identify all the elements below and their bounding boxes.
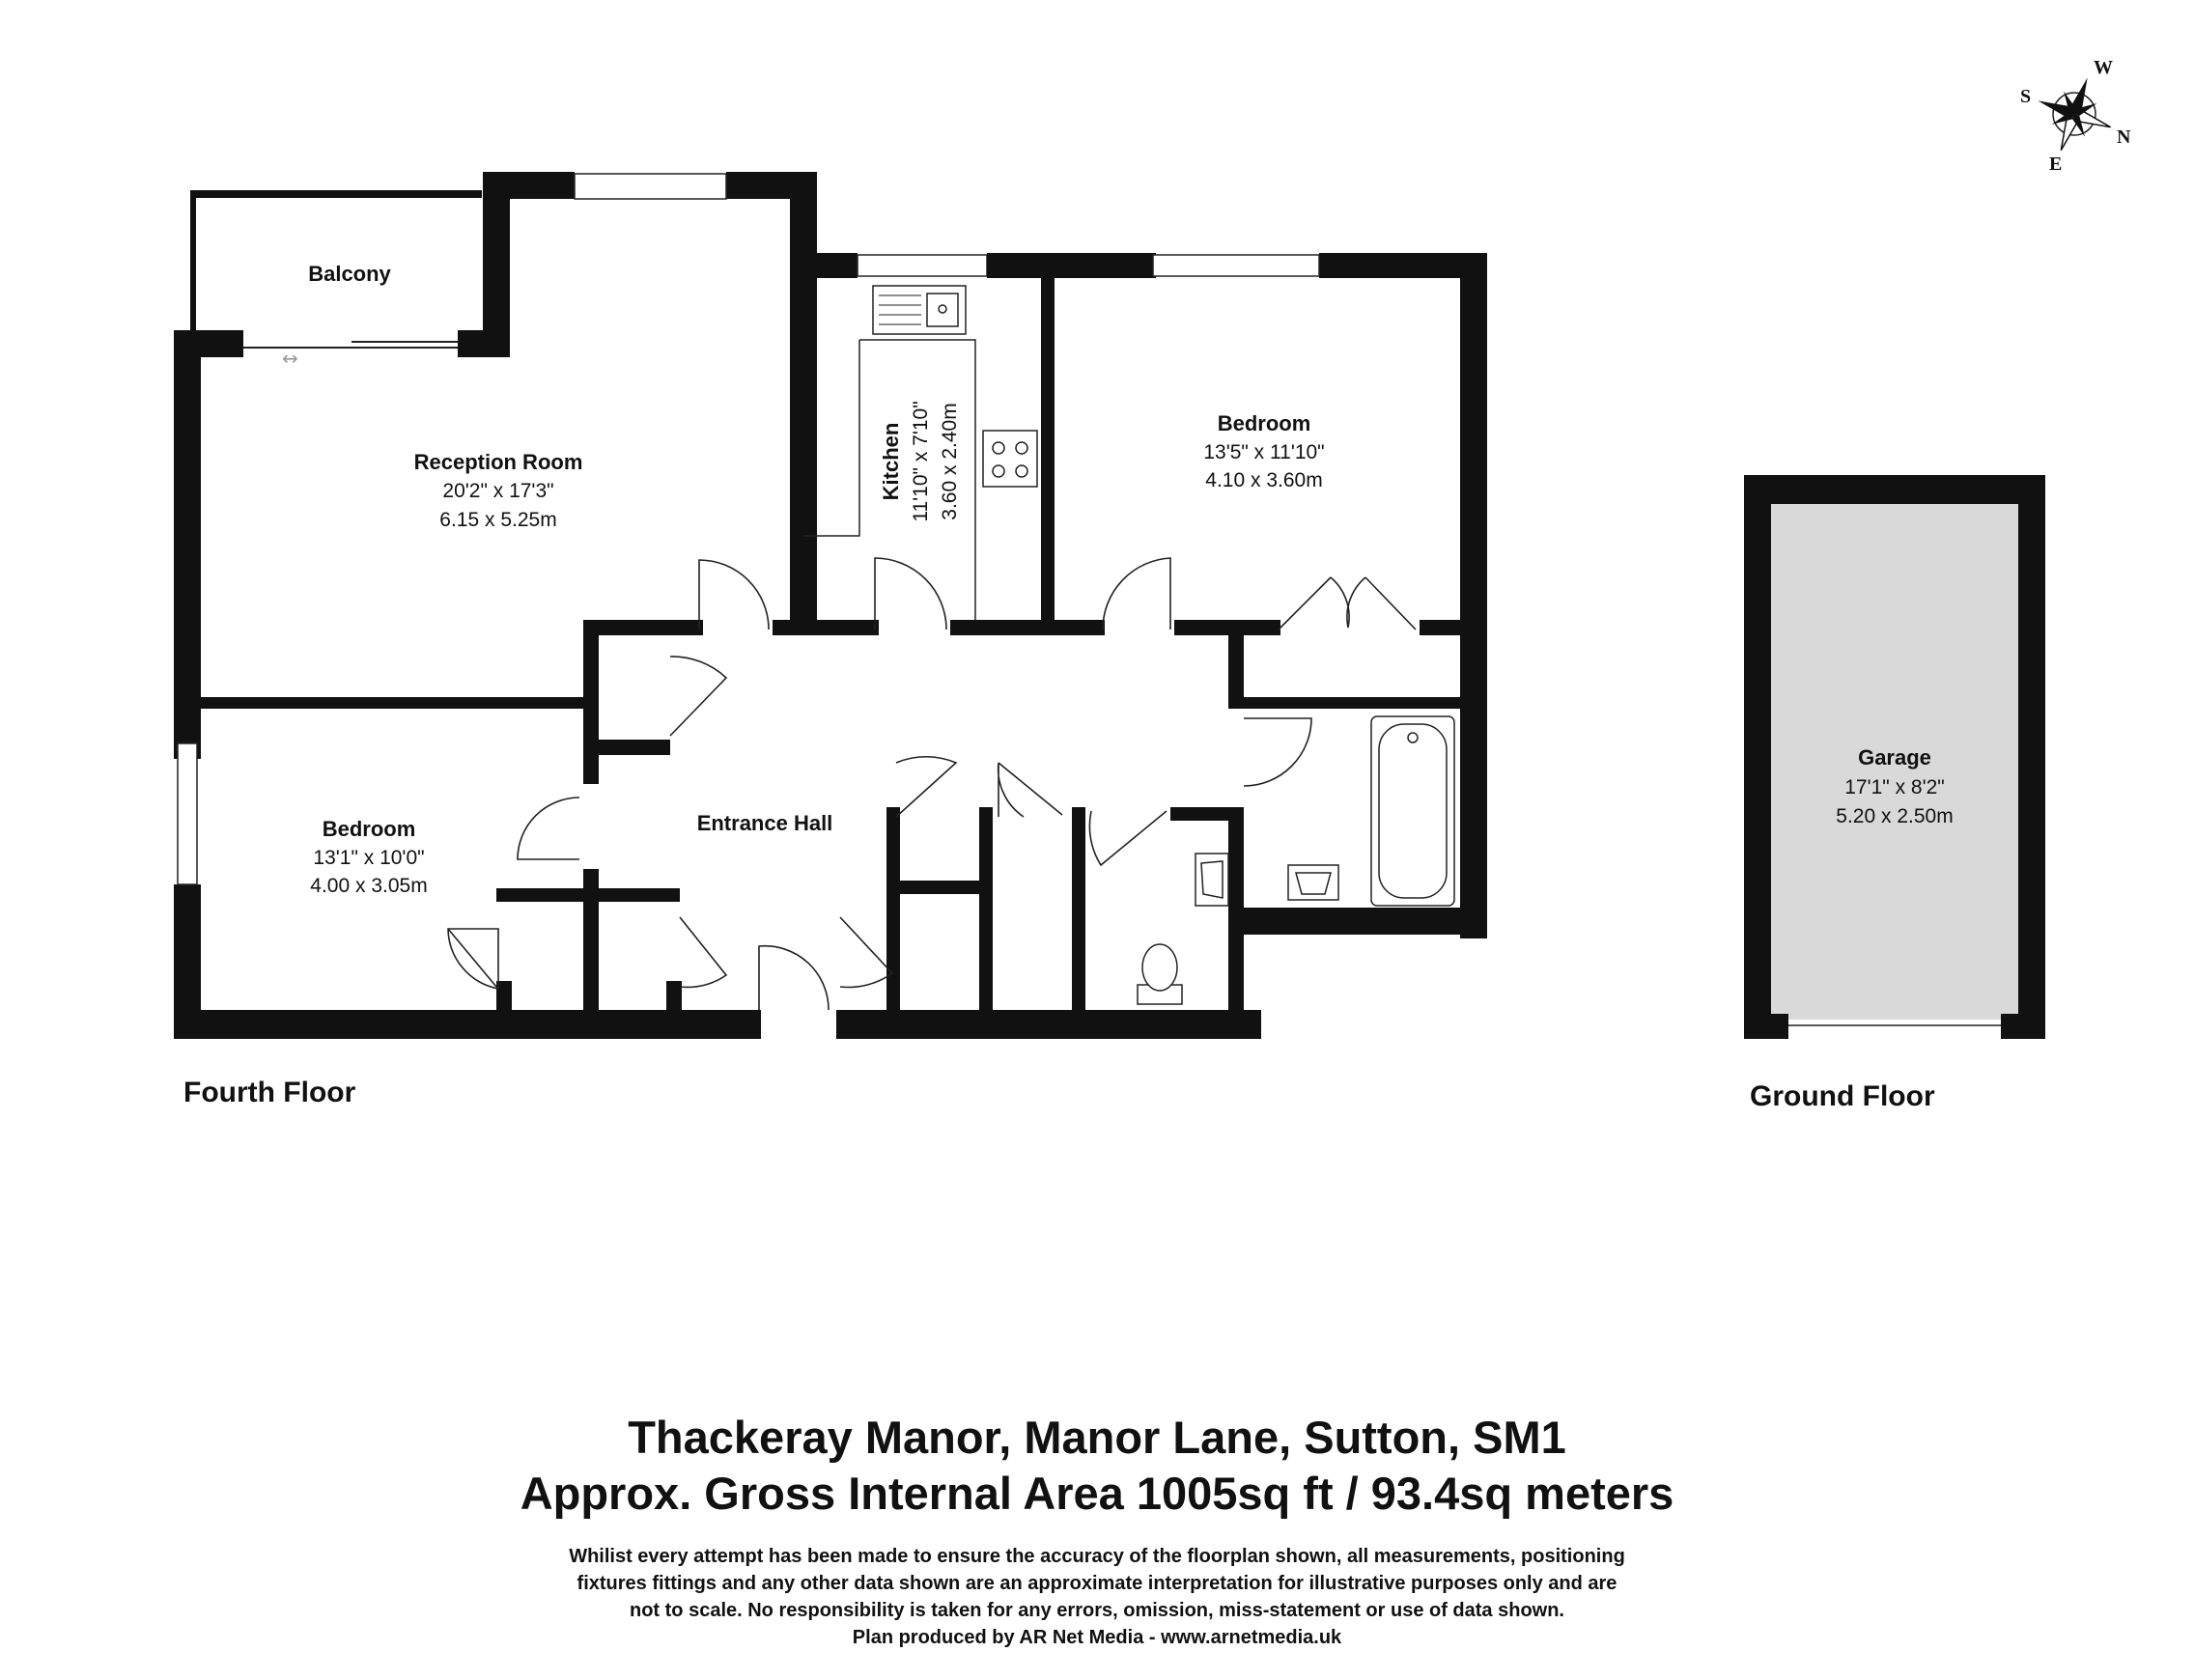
kitchen-label: Kitchen 11'10" x 7'10" 3.60 x 2.40m: [879, 401, 961, 521]
compass-w-label: W: [2094, 57, 2113, 78]
fourth-floor-doors: [447, 557, 1417, 1011]
disclaimer-line: Whilist every attempt has been made to e…: [569, 1546, 1625, 1567]
toilet-icon: [1137, 943, 1183, 1005]
garage-name: Garage: [1858, 745, 1931, 770]
garage-floor: [1771, 504, 2018, 1020]
kitchen-metric: 3.60 x 2.40m: [939, 403, 961, 519]
sliding-door: ↔: [243, 341, 458, 370]
compass-rose-icon: W S N E: [2020, 57, 2131, 175]
gross-internal-area: Approx. Gross Internal Area 1005sq ft / …: [520, 1468, 1674, 1519]
bedroom2-name: Bedroom: [323, 817, 416, 841]
svg-text:↔: ↔: [282, 347, 298, 370]
reception-metric: 6.15 x 5.25m: [439, 509, 556, 531]
plan-credit: Plan produced by AR Net Media - www.arne…: [852, 1627, 1342, 1648]
disclaimer-line: not to scale. No responsibility is taken…: [629, 1600, 1564, 1621]
bedroom2-metric: 4.00 x 3.05m: [310, 875, 427, 897]
plan-footer: Thackeray Manor, Manor Lane, Sutton, SM1…: [0, 1410, 2194, 1651]
compass-e-label: E: [2049, 154, 2062, 175]
kitchen-imperial: 11'10" x 7'10": [910, 401, 932, 521]
hall-name: Entrance Hall: [697, 811, 833, 835]
reception-imperial: 20'2" x 17'3": [442, 480, 553, 502]
fourth-floor-label: Fourth Floor: [183, 1077, 356, 1108]
compass-n-label: N: [2117, 126, 2131, 148]
bathroom-fixtures: [1137, 715, 1455, 1005]
garage-walls: [1744, 475, 2045, 1039]
bedroom1-name: Bedroom: [1218, 411, 1311, 435]
bedroom2-imperial: 13'1" x 10'0": [313, 847, 424, 869]
balcony-name: Balcony: [308, 262, 391, 286]
disclaimer: Whilist every attempt has been made to e…: [0, 1543, 2194, 1651]
ground-floor-label: Ground Floor: [1750, 1080, 1935, 1112]
garage-metric: 5.20 x 2.50m: [1836, 805, 1953, 827]
compass-s-label: S: [2020, 86, 2031, 107]
property-address: Thackeray Manor, Manor Lane, Sutton, SM1: [628, 1412, 1566, 1463]
reception-name: Reception Room: [414, 450, 583, 474]
garage-imperial: 17'1" x 8'2": [1844, 776, 1945, 798]
bedroom1-imperial: 13'5" x 11'10": [1203, 441, 1324, 463]
disclaimer-line: fixtures fittings and any other data sho…: [577, 1573, 1617, 1594]
kitchen-name: Kitchen: [879, 423, 903, 501]
kitchen-fixtures: [803, 285, 1038, 620]
bedroom1-metric: 4.10 x 3.60m: [1205, 469, 1322, 491]
fourth-floor-walls: [174, 172, 1487, 1039]
hob-icon: [982, 430, 1038, 488]
